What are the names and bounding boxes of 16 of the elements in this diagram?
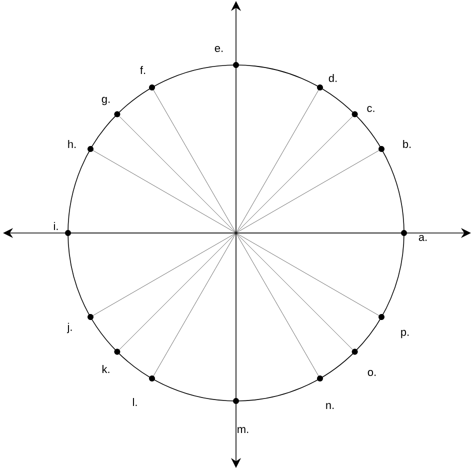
point-label: i.: [54, 222, 58, 230]
point-label: p.: [401, 330, 409, 338]
point-label: g.: [102, 96, 110, 106]
point-label: m.: [238, 427, 248, 433]
point-label: j.: [67, 322, 72, 334]
point-label: e.: [214, 46, 223, 52]
point-label: a.: [418, 234, 427, 241]
point-label: d.: [328, 74, 337, 82]
point-label: k.: [102, 365, 110, 373]
point-label: h.: [68, 140, 76, 148]
point-label: b.: [403, 140, 411, 148]
point-label: f.: [140, 66, 146, 74]
point-label: n.: [326, 403, 334, 409]
point-label: c.: [367, 106, 374, 112]
point-label: o.: [368, 370, 376, 376]
point-label: l.: [133, 398, 137, 406]
